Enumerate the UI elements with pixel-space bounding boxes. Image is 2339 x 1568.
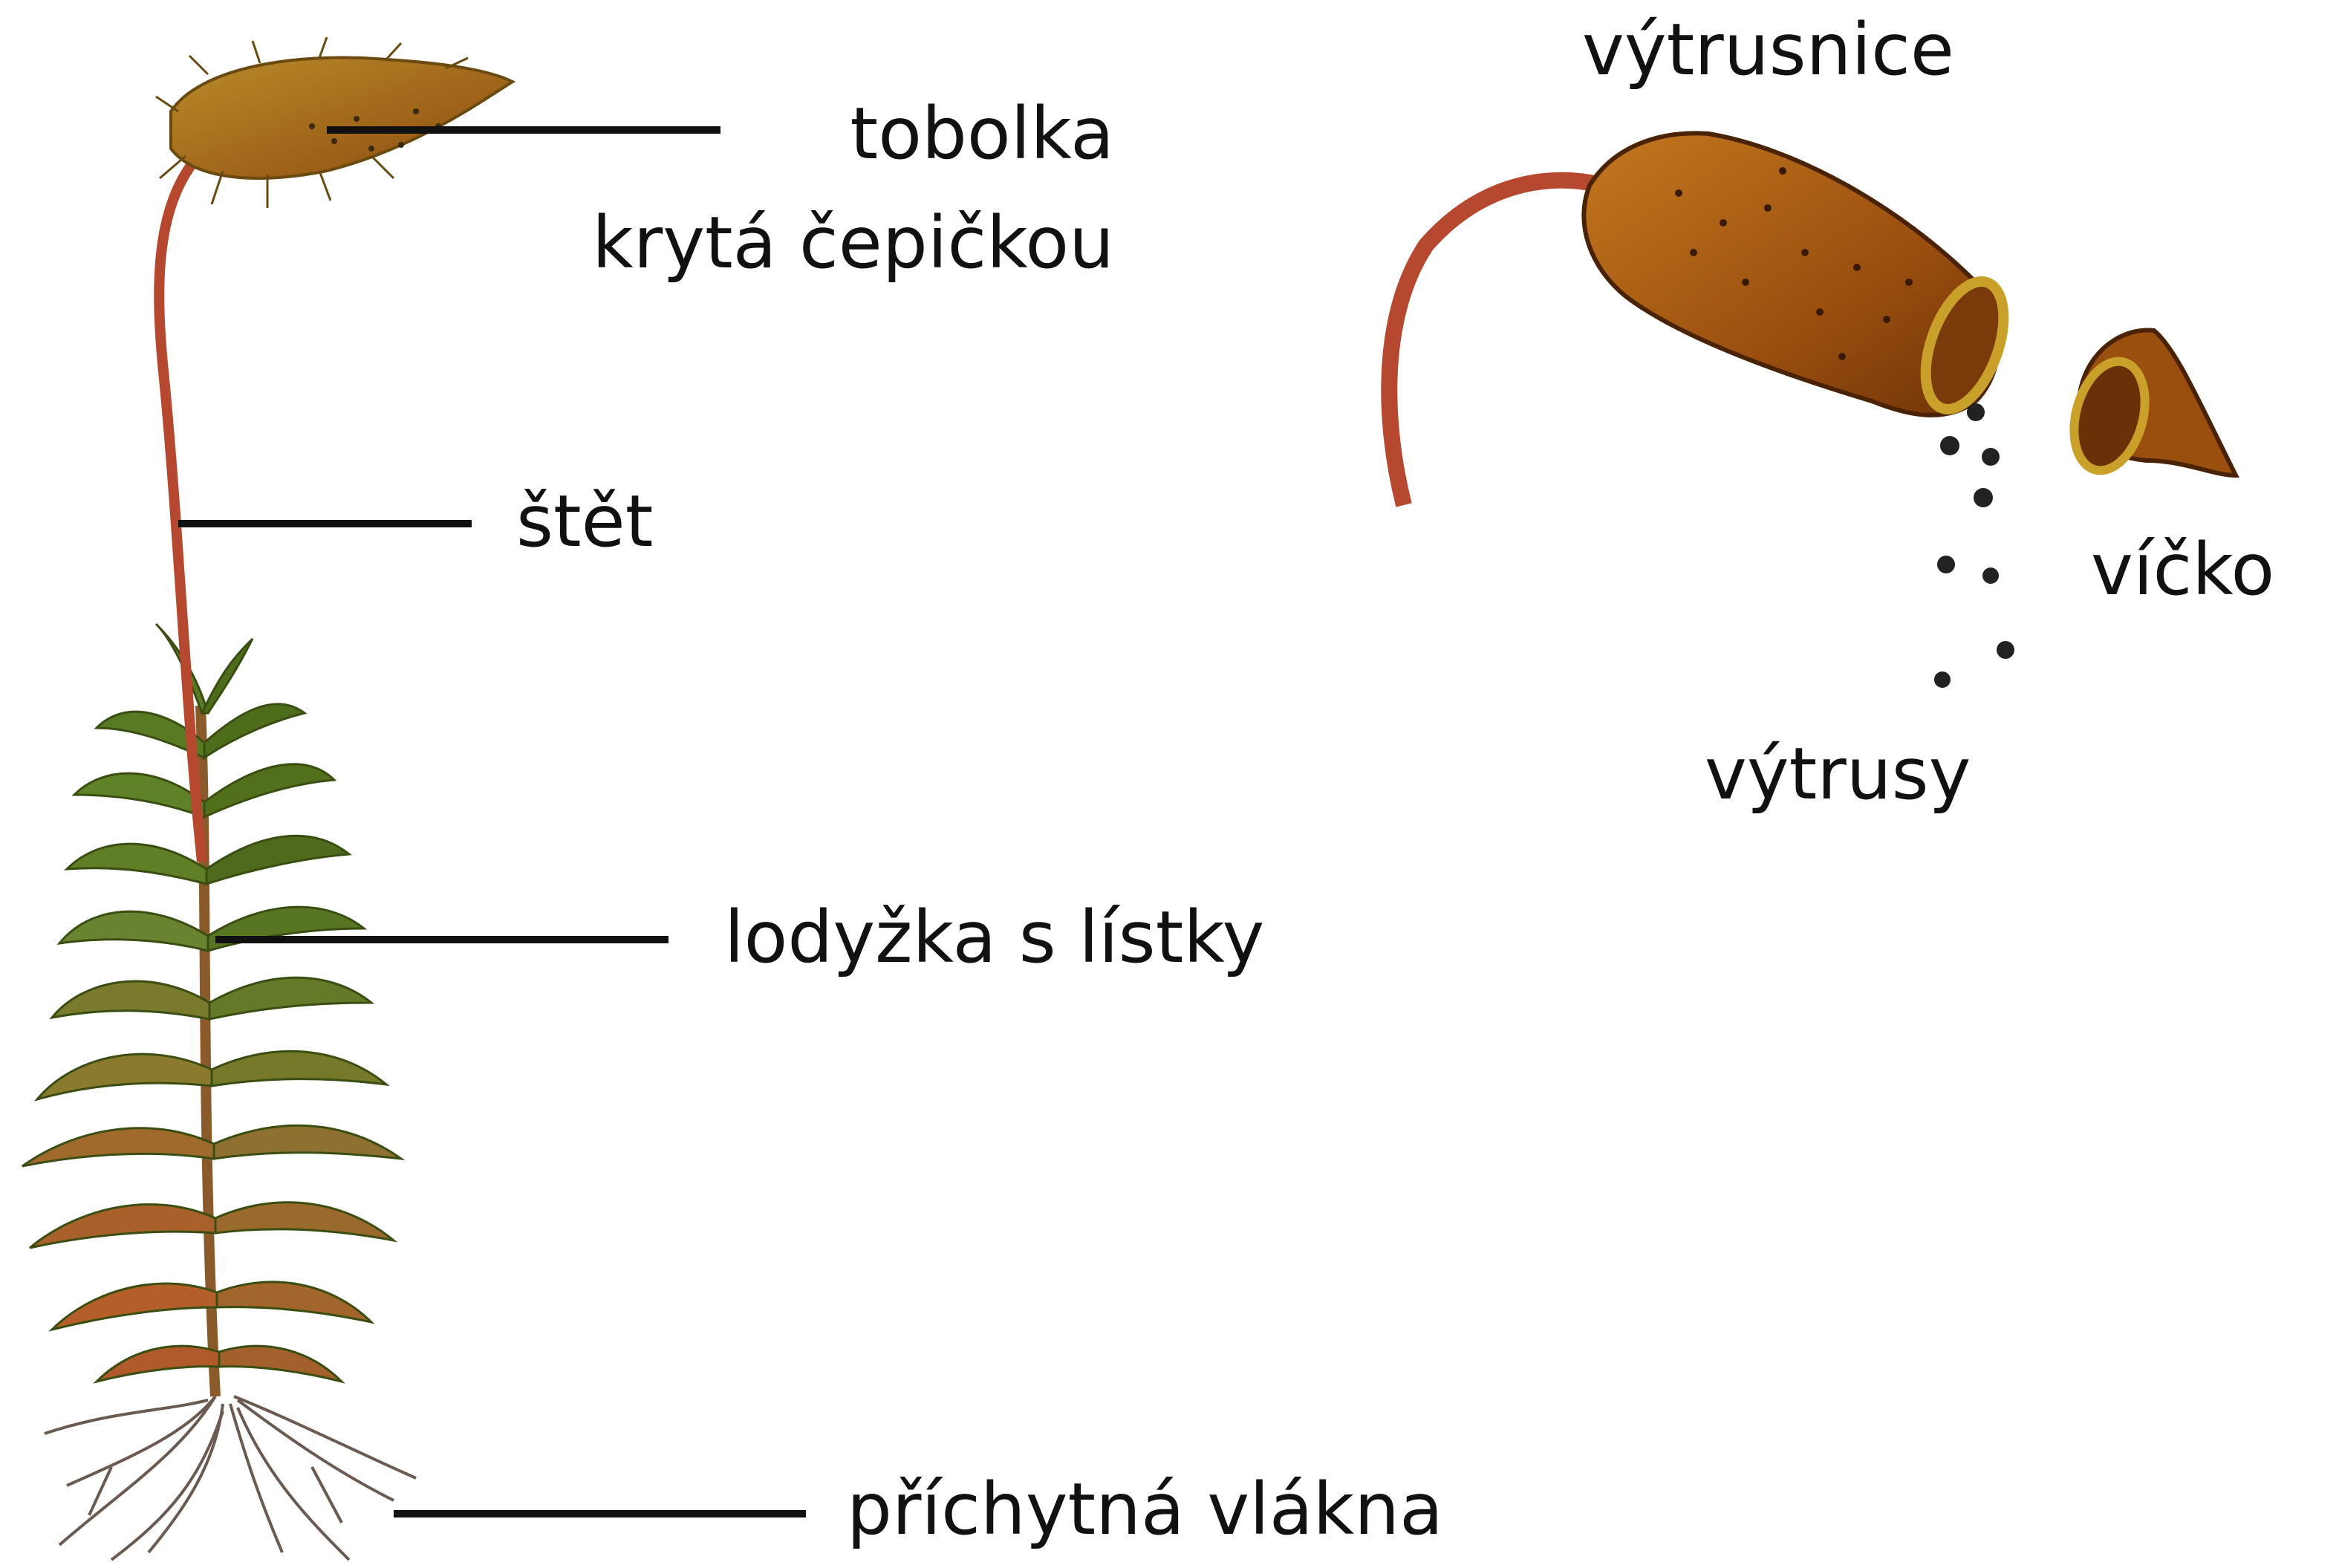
label-vytrusy: výtrusy <box>1705 732 1971 816</box>
label-prichytna-vlakna: příchytná vlákna <box>847 1468 1443 1551</box>
rhizoids <box>45 1396 416 1560</box>
capsule-with-calyptra <box>156 37 513 208</box>
label-vytrusnice: výtrusnice <box>1582 8 1954 91</box>
operculum-lid <box>2063 330 2236 478</box>
label-stet: štět <box>516 480 653 563</box>
spores <box>1934 403 2014 688</box>
label-lodyzka-s-listky: lodyžka s lístky <box>724 896 1264 979</box>
label-kryta-cepickou: krytá čepičkou <box>592 201 1114 284</box>
leafy-stem <box>22 624 401 1396</box>
moss-plant-illustration <box>22 37 513 1560</box>
sporangium-stalk <box>1389 180 1604 505</box>
label-tobolka: tobolka <box>850 92 1114 175</box>
label-vicko: víčko <box>2091 528 2274 611</box>
